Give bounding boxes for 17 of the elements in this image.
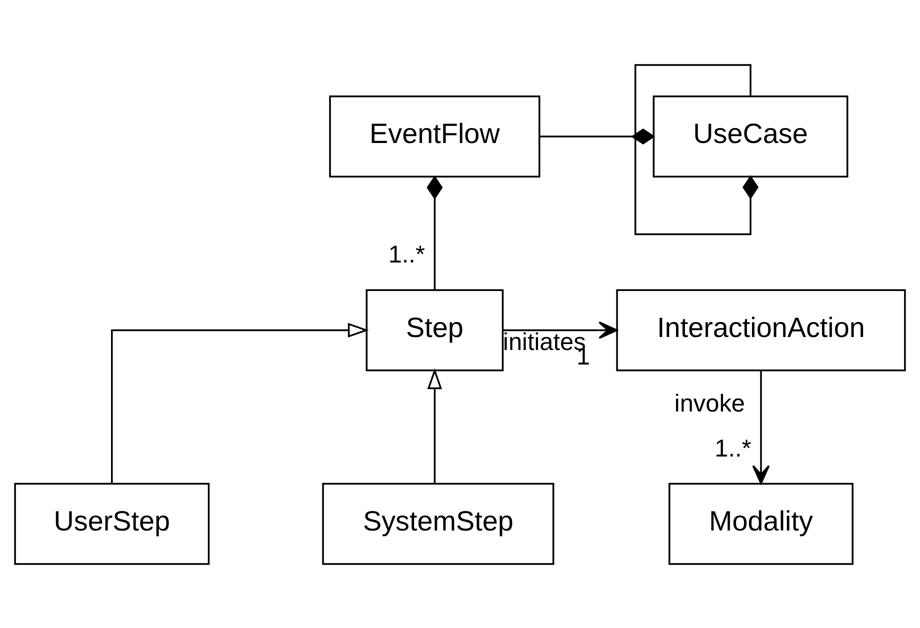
connector [426, 175, 443, 290]
connector [634, 64, 759, 235]
edge-label: invoke [674, 390, 745, 418]
node-box: UseCase [652, 95, 848, 178]
node-box: EventFlow [329, 95, 540, 178]
arrow [427, 368, 442, 483]
arrow [752, 370, 770, 484]
arrow [503, 320, 618, 338]
label: 1..* [388, 241, 425, 268]
arrow [111, 322, 369, 483]
node-box: SystemStep [322, 482, 554, 564]
label: 1..* [714, 434, 752, 462]
node-box: Step [366, 288, 504, 371]
node-box: InteractionAction [616, 288, 906, 371]
node-box: UserStep [14, 482, 210, 564]
node-box: Modality [668, 482, 854, 564]
connector [539, 128, 656, 144]
